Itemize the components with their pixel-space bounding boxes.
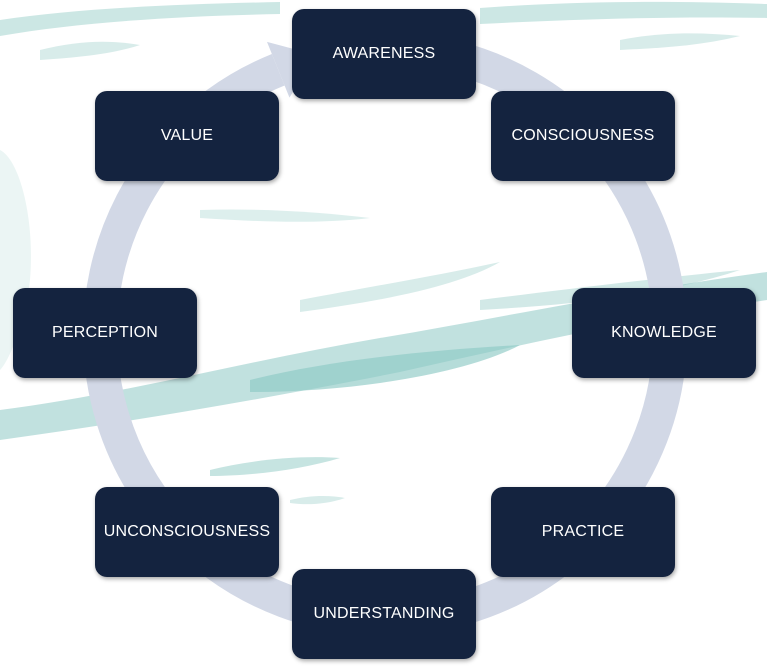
node-unconsciousness: UNCONSCIOUSNESS <box>95 487 279 577</box>
node-understanding: UNDERSTANDING <box>292 569 476 659</box>
node-knowledge: KNOWLEDGE <box>572 288 756 378</box>
node-practice: PRACTICE <box>491 487 675 577</box>
node-perception: PERCEPTION <box>13 288 197 378</box>
node-awareness: AWARENESS <box>292 9 476 99</box>
node-consciousness: CONSCIOUSNESS <box>491 91 675 181</box>
node-value: VALUE <box>95 91 279 181</box>
